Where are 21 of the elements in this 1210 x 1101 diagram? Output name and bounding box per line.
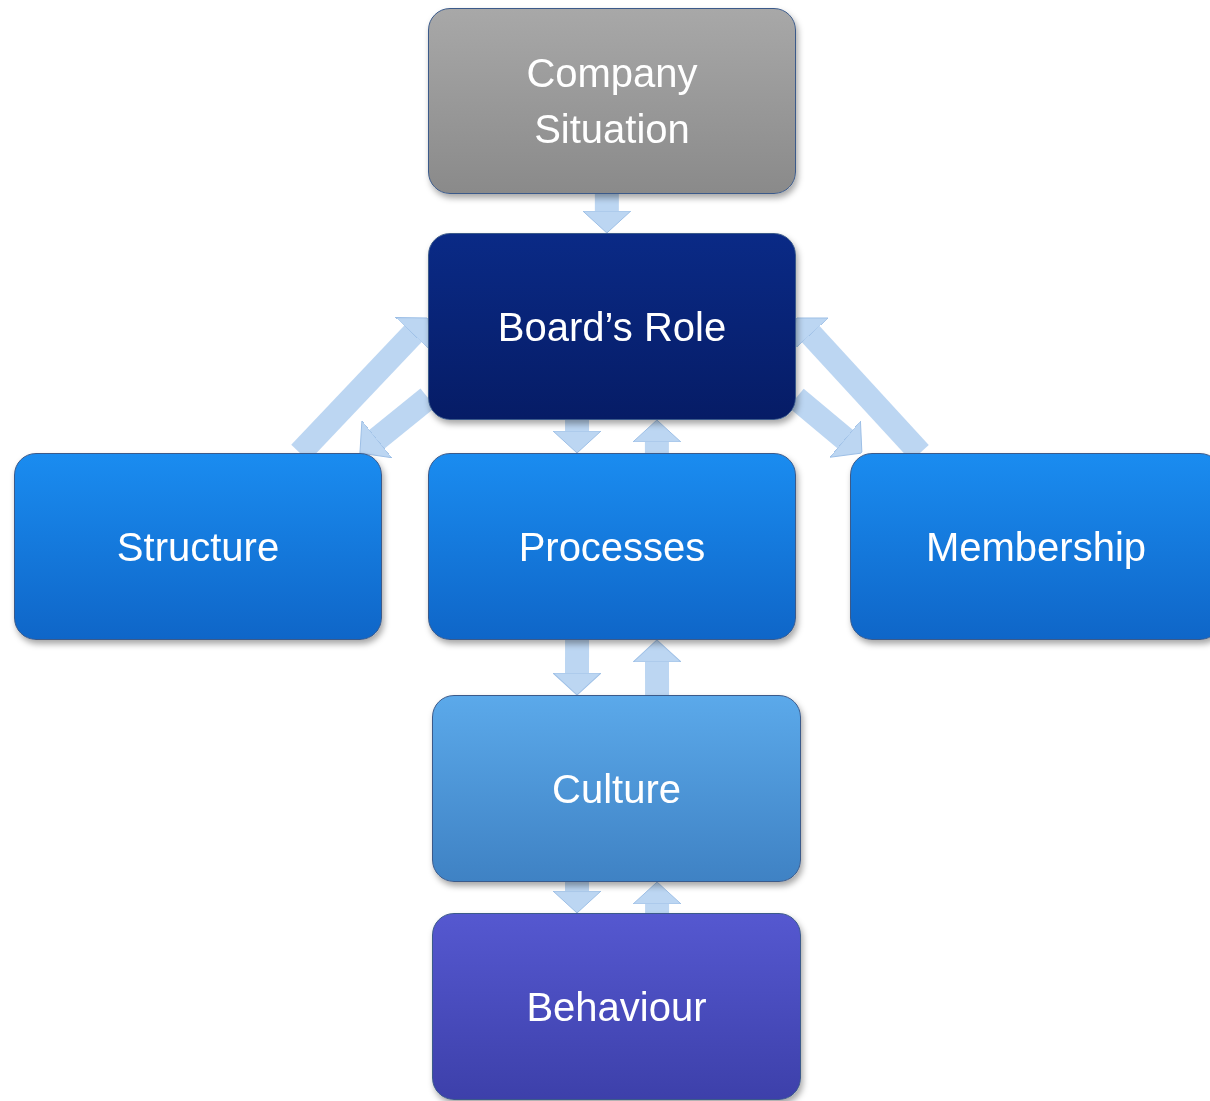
block-arrow [582, 194, 632, 234]
process-box [432, 913, 801, 1100]
box-label: Board’s Role [497, 303, 727, 351]
block-arrow [552, 882, 602, 914]
box-label: Processes [518, 523, 706, 571]
box-label: Culture [552, 765, 681, 813]
box-label: Company Situation [525, 50, 699, 153]
block-arrow [632, 639, 682, 696]
process-box [14, 453, 382, 640]
block-arrow [552, 640, 602, 696]
block-arrow [632, 881, 682, 913]
box-label: Membership [925, 523, 1147, 571]
box-label: Structure [116, 523, 280, 571]
block-arrow [552, 420, 602, 454]
process-box [428, 233, 796, 420]
process-box [428, 453, 796, 640]
process-box [428, 8, 796, 194]
block-arrow [632, 419, 682, 453]
box-label: Behaviour [526, 983, 707, 1031]
process-box [850, 453, 1210, 640]
process-box [432, 695, 801, 882]
